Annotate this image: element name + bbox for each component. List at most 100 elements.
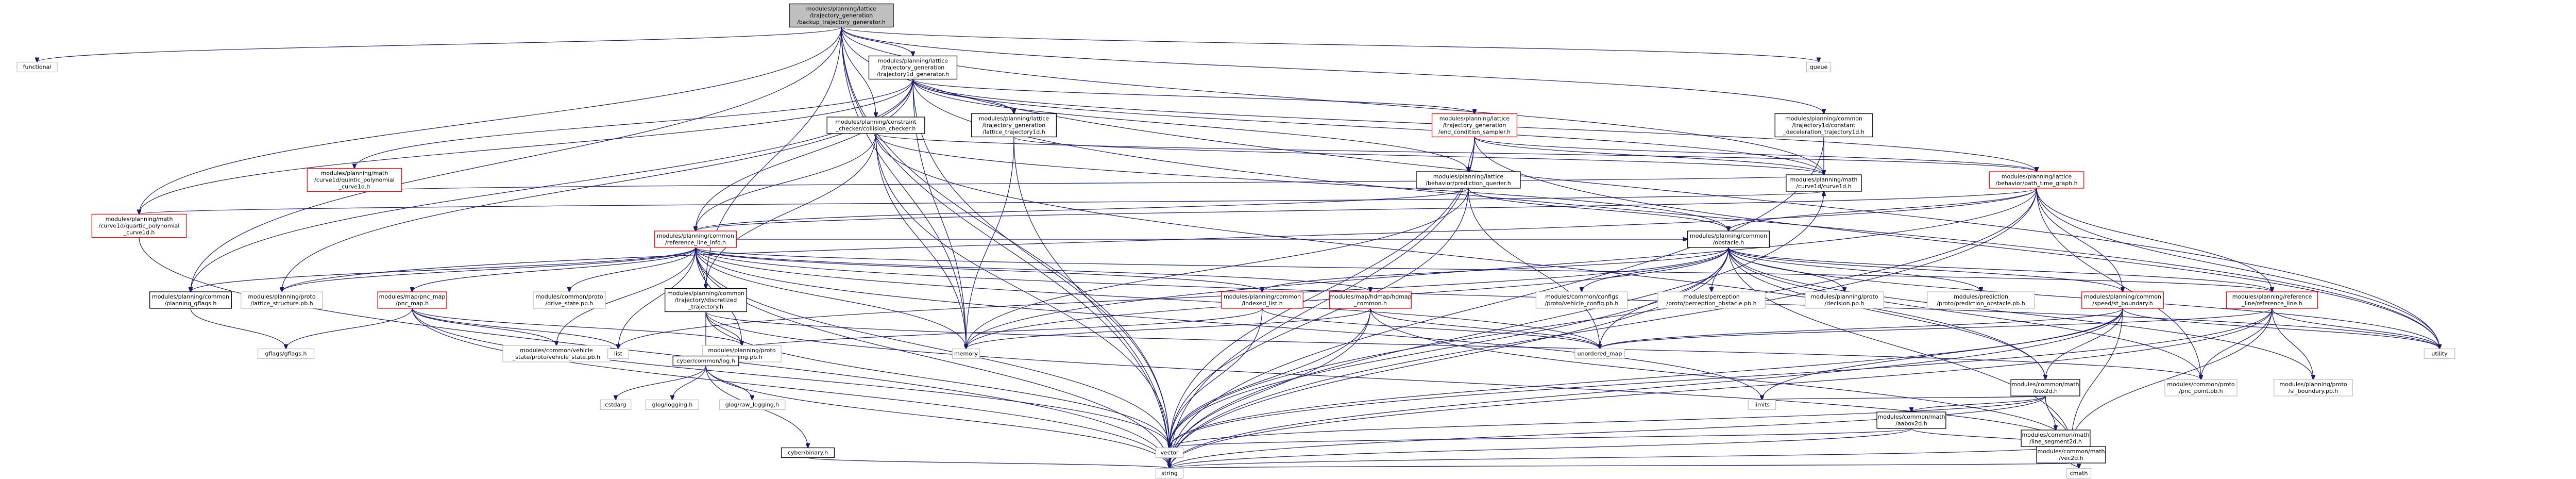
edge-pnc-to-list [412,308,618,349]
edge-rli-to-umap [695,247,1600,349]
edge-root-to-tg1d [841,27,913,56]
node-box [1774,113,1873,138]
node-label-line: string [1161,470,1178,477]
node-label-line: glog/raw_logging.h [725,402,779,408]
node-il[interactable]: modules/planning/common/indexed_list.h [1221,291,1303,309]
node-binary[interactable]: cyber/binary.h [781,447,835,458]
node-label-line: /decision.pb.h [1825,300,1865,307]
node-dp: modules/planning/proto/decision.pb.h [1805,291,1884,309]
edge-aabox-to-string [1170,428,1912,469]
edge-obs-to-pnp [1728,247,2201,379]
node-umap: unordered_map [1574,348,1625,359]
node-label-line: /pnc_point.pb.h [2179,388,2223,394]
node-glograw: glog/raw_logging.h [719,399,786,410]
node-label-line: /lattice_trajectory1d.h [982,129,1045,136]
node-ls2d[interactable]: modules/common/math/line_segment2d.h [2021,430,2091,447]
node-box [91,213,187,238]
node-label-line: /reference_line_info.h [665,239,726,246]
node-log[interactable]: cyber/common/log.h [672,355,739,367]
node-rli[interactable]: modules/planning/common/reference_line_i… [654,230,737,248]
node-tg1d[interactable]: modules/planning/lattice/trajectory_gene… [868,55,958,80]
node-label-line: /curve1d/quintic_polynomial [314,177,395,184]
edge-rli-to-memory [695,247,966,349]
node-hdc[interactable]: modules/map/hdmap/hdmap_common.h [1329,291,1412,309]
edge-il-to-log [706,308,1263,356]
node-label-line: modules/planning/common [2084,293,2161,300]
node-box [1574,348,1625,359]
node-label-line: modules/map/pnc_map [379,293,446,300]
node-label-line: /line_segment2d.h [2029,438,2082,445]
node-box [1431,113,1518,138]
node-box [1687,230,1770,248]
nodes-layer: modules/planning/lattice/trajectory_gene… [16,3,2455,479]
node-box [2036,446,2106,464]
node-label-line: vector [1161,450,1179,456]
node-label-line: cmath [2070,470,2088,477]
edge-box2d-to-limits [1762,396,2046,400]
node-box [1876,411,1946,429]
node-qpc2[interactable]: modules/planning/math/curve1d/quintic_po… [307,168,402,192]
node-box [1927,291,2035,309]
edge-rl-to-vec2d [2071,308,2273,447]
node-label-line: /trajectory1d_generator.h [877,71,950,78]
edge-lt1d-to-c1d [1013,137,1824,175]
node-label-line: /trajectory_generation [810,12,873,19]
node-ecs[interactable]: modules/planning/lattice/trajectory_gene… [1431,113,1518,138]
edge-rl-to-umap [1600,308,2273,349]
node-label-line: /trajectory_generation [982,122,1046,129]
edge-stb-to-utility [2122,308,2439,349]
edge-log-to-cstdarg [616,366,706,400]
node-c1d[interactable]: modules/planning/math/curve1d/curve1d.h [1786,174,1862,192]
node-label-line: cyber/binary.h [788,450,828,456]
node-qpc[interactable]: modules/planning/math/curve1d/quartic_po… [91,213,187,238]
edge-ecs-to-string [1170,137,1475,469]
node-label-line: list [614,351,623,357]
edge-ptg-to-rli [696,188,2037,231]
node-pnc[interactable]: modules/map/pnc_map/pnc_map.h [377,291,447,309]
node-box [789,3,894,28]
node-label-line: modules/planning/constraint [835,119,917,125]
node-label-line: modules/map/hdmap/hdmap [1329,293,1411,300]
node-vec2d[interactable]: modules/common/math/vec2d.h [2036,446,2106,464]
edge-pq-to-rli [696,188,1469,231]
node-box [257,348,315,359]
edge-tg1d-to-pq [912,79,1468,172]
node-lt1d[interactable]: modules/planning/lattice/trajectory_gene… [971,113,1057,138]
node-string: string [1155,468,1184,479]
edge-root-to-qpc [139,27,842,214]
node-label-line: cstdarg [605,402,626,408]
node-cdt[interactable]: modules/planning/common/trajectory1d/con… [1774,113,1873,138]
node-rl[interactable]: modules/planning/reference_line/referenc… [2226,291,2318,309]
edge-ptg-to-stb [2036,188,2123,292]
node-label-line: /indexed_list.h [1242,300,1282,307]
node-cstdarg: cstdarg [600,399,632,410]
node-box [600,399,632,410]
edge-rli-to-pnc [412,247,696,292]
node-box [1155,447,1184,458]
edge-pnc-to-gflags [286,308,413,349]
node-cmath: cmath [2066,468,2092,479]
node-box [377,291,447,309]
edge-root-to-cdt [841,27,1824,114]
node-box [971,113,1057,138]
node-box [149,291,232,309]
edge-stb-to-vector [1170,308,2123,448]
edge-obs-to-il [1262,247,1729,292]
node-stb[interactable]: modules/planning/common/speed/st_boundar… [2081,291,2164,309]
node-box [607,348,630,359]
node-vector: vector [1155,447,1184,458]
node-dt[interactable]: modules/planning/common/trajectory/discr… [665,288,747,312]
node-label-line: modules/planning/proto [248,293,315,300]
node-label-line: modules/planning/lattice [1439,115,1510,122]
node-obs[interactable]: modules/planning/common/obstacle.h [1687,230,1770,248]
node-ccc[interactable]: modules/planning/constraint_checker/coll… [826,117,925,134]
node-pq[interactable]: modules/planning/lattice/behavior/predic… [1416,171,1521,189]
edge-ptg-to-vector [1170,188,2037,448]
node-pg[interactable]: modules/planning/common/planning_gflags.… [149,291,232,309]
node-box [2226,291,2318,309]
node-aabox[interactable]: modules/common/math/aabox2d.h [1876,411,1946,429]
node-ptg[interactable]: modules/planning/lattice/behavior/path_t… [1989,171,2084,189]
node-box2d[interactable]: modules/common/math/box2d.h [2010,379,2080,397]
edge-rli-to-vector [695,247,1170,448]
edge-stb-to-umap [1600,308,2123,349]
